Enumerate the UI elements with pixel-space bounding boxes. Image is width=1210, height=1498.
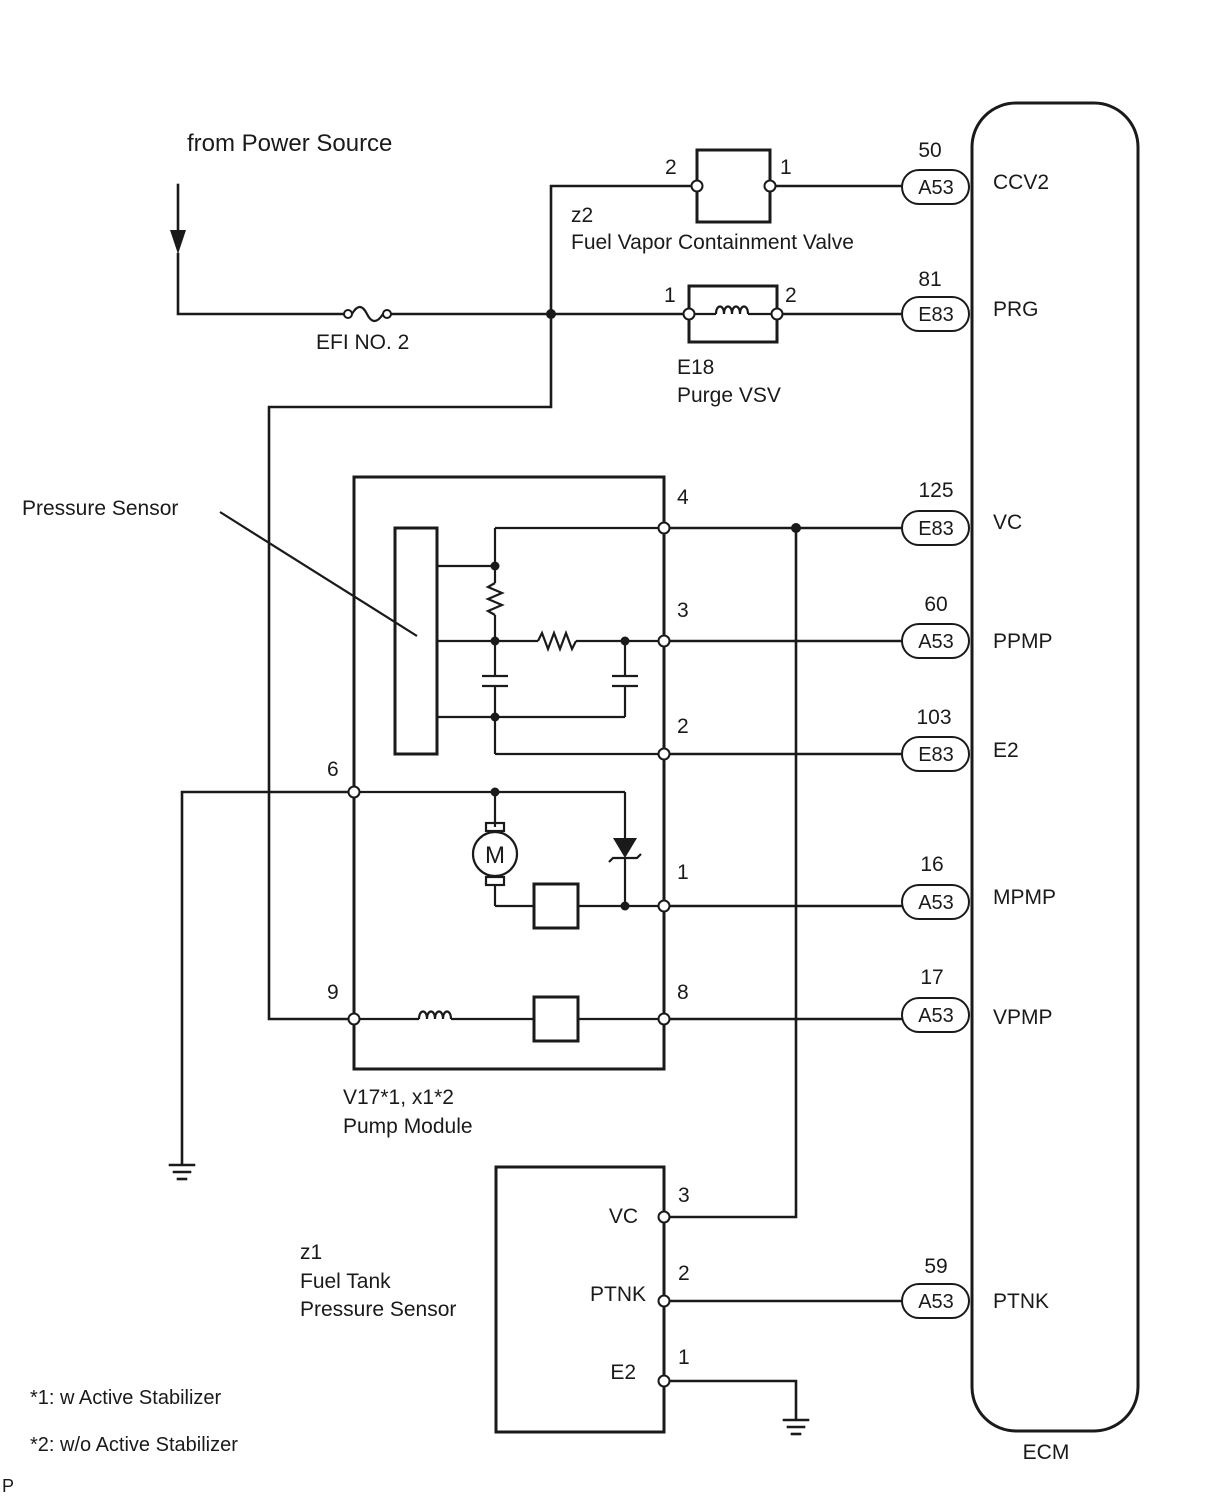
ecm-label: ECM — [1023, 1441, 1070, 1464]
pump-module-id: V17*1, x1*2 — [343, 1086, 454, 1109]
valve-pin-2: 2 — [665, 156, 677, 179]
ecm-conn-ptnk: A53 — [918, 1291, 954, 1313]
ecm-pin-ppmp: 60 — [924, 593, 947, 616]
pressure-sensor-leader — [219, 511, 418, 637]
ecm-pin-prg: 81 — [918, 268, 941, 291]
tank-sensor-pin-2: 2 — [678, 1262, 690, 1285]
ecm-conn-ppmp: A53 — [918, 631, 954, 653]
ecm-pin-ptnk: 59 — [924, 1255, 947, 1278]
power-source-label: from Power Source — [187, 130, 392, 157]
ecm-conn-prg: E83 — [918, 304, 954, 326]
motor-label: M — [485, 842, 505, 869]
valve-pin-1: 1 — [780, 156, 792, 179]
fuel-tank-pressure-sensor — [494, 1165, 671, 1434]
valve-name: Fuel Vapor Containment Valve — [571, 231, 854, 254]
ecm-signal-vc: VC — [993, 511, 1022, 534]
vsv-pin-2: 2 — [785, 284, 797, 307]
module-pin-3: 3 — [677, 599, 689, 622]
footnote-2: *2: w/o Active Stabilizer — [30, 1434, 238, 1456]
ecm-conn-vpmp: A53 — [918, 1005, 954, 1027]
ecm-conn-mpmp: A53 — [918, 892, 954, 914]
motor-circuit — [354, 787, 664, 930]
corner-mark: P — [2, 1476, 14, 1496]
ecm-pin-vpmp: 17 — [920, 966, 943, 989]
tank-sensor-term-ptnk: PTNK — [590, 1283, 646, 1306]
ecm-pin-ccv2: 50 — [918, 139, 941, 162]
ecm-signal-e2: E2 — [993, 739, 1019, 762]
module-pin-6: 6 — [327, 758, 339, 781]
ecm-pin-e2: 103 — [916, 706, 951, 729]
vsv-pin-1: 1 — [664, 284, 676, 307]
module-pin-4: 4 — [677, 486, 689, 509]
tank-sensor-name-1: Fuel Tank — [300, 1270, 391, 1293]
tank-sensor-term-vc: VC — [609, 1205, 638, 1228]
ground-symbol-right — [782, 1418, 810, 1436]
vsv-name: Purge VSV — [677, 384, 781, 407]
fuse-label: EFI NO. 2 — [316, 331, 409, 354]
vsv-id: E18 — [677, 356, 714, 379]
ecm-signal-ccv2: CCV2 — [993, 171, 1049, 194]
ecm-signal-mpmp: MPMP — [993, 886, 1056, 909]
wires — [170, 183, 904, 1420]
ecm-conn-vc: E83 — [918, 518, 954, 540]
tank-sensor-pin-1: 1 — [678, 1346, 690, 1369]
motor-icon: M — [471, 830, 519, 878]
pressure-sensor-internals — [437, 526, 664, 756]
ecm-block — [970, 101, 1140, 1433]
tank-sensor-term-e2: E2 — [610, 1361, 636, 1384]
tank-sensor-name-2: Pressure Sensor — [300, 1298, 456, 1321]
purge-vsv — [682, 284, 784, 344]
footnote-1: *1: w Active Stabilizer — [30, 1387, 222, 1409]
pump-module — [347, 475, 671, 1071]
ecm-signal-vpmp: VPMP — [993, 1006, 1053, 1029]
fuel-vapor-containment-valve — [690, 148, 777, 224]
ecm-pin-vc: 125 — [918, 479, 953, 502]
ecm-conn-e2: E83 — [918, 744, 954, 766]
module-pin-1: 1 — [677, 861, 689, 884]
ecm-signal-ppmp: PPMP — [993, 630, 1053, 653]
vent-valve-circuit — [354, 995, 664, 1043]
module-pin-2: 2 — [677, 715, 689, 738]
ground-symbol-left — [168, 1163, 196, 1181]
fuse-efi-no2 — [343, 305, 392, 323]
tank-sensor-pin-3: 3 — [678, 1184, 690, 1207]
ecm-conn-ccv2: A53 — [918, 177, 954, 199]
pressure-sensor-label: Pressure Sensor — [22, 497, 178, 520]
tank-sensor-id: z1 — [300, 1241, 322, 1264]
module-pin-9: 9 — [327, 981, 339, 1004]
ecm-connectors — [901, 169, 970, 1319]
ecm-pin-mpmp: 16 — [920, 853, 943, 876]
ecm-signal-ptnk: PTNK — [993, 1290, 1049, 1313]
pump-module-name: Pump Module — [343, 1115, 473, 1138]
valve-id: z2 — [571, 204, 593, 227]
module-pin-8: 8 — [677, 981, 689, 1004]
ecm-signal-prg: PRG — [993, 298, 1039, 321]
junction-dots — [546, 309, 801, 533]
